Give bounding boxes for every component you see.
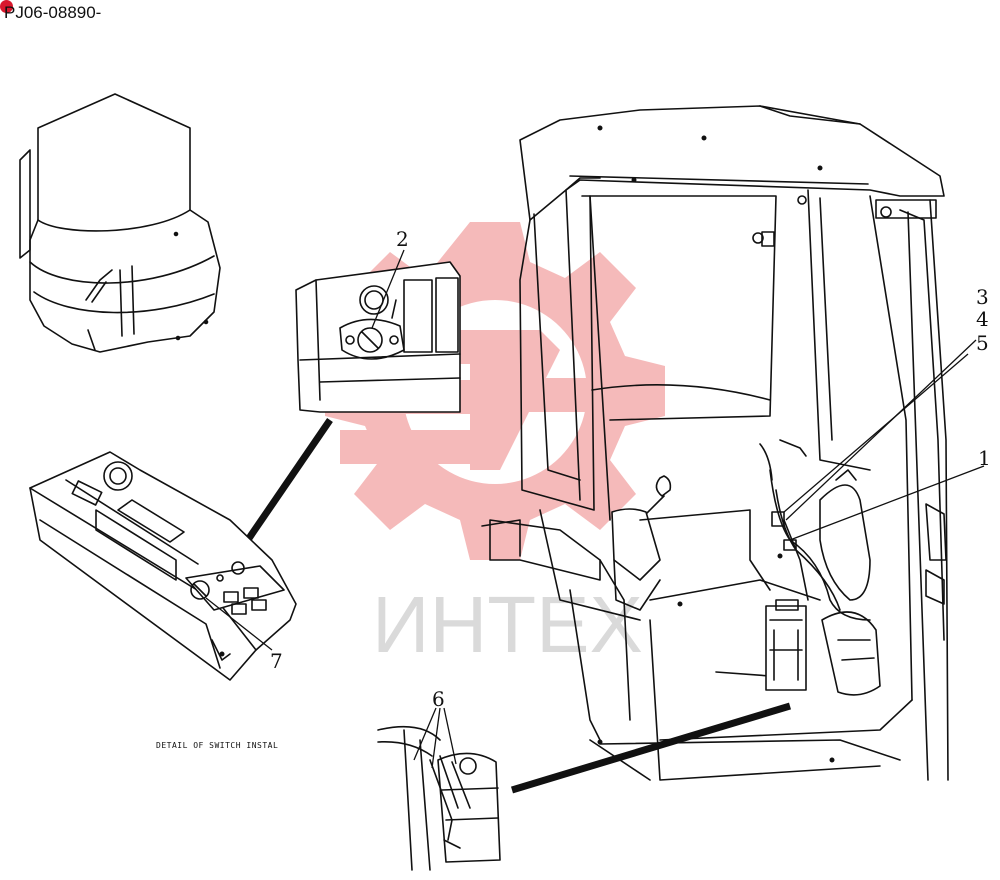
red-corner-mark (0, 0, 13, 13)
cab-rear-view (19, 93, 221, 353)
instrument-console (29, 451, 297, 681)
leader-lines (205, 249, 985, 769)
watermark-text: ИНТЕХ (372, 580, 643, 669)
callout-4: 4 (976, 307, 989, 331)
callout-2: 2 (396, 227, 409, 251)
callout-6: 6 (432, 687, 445, 711)
callout-1: 1 (978, 446, 991, 470)
callout-3: 3 (976, 285, 989, 309)
callout-7: 7 (270, 649, 283, 673)
washer-tank-detail-view (377, 725, 501, 871)
callout-labels: 2 3 4 5 1 6 7 (270, 227, 991, 711)
cab-main-view (481, 105, 949, 781)
detail-caption: DETAIL OF SWITCH INSTAL (156, 741, 278, 750)
callout-5: 5 (976, 331, 989, 355)
document-code: PJ06-08890- (4, 3, 102, 22)
switch-detail-view (295, 261, 461, 413)
detail-pointer-lower (510, 702, 792, 794)
